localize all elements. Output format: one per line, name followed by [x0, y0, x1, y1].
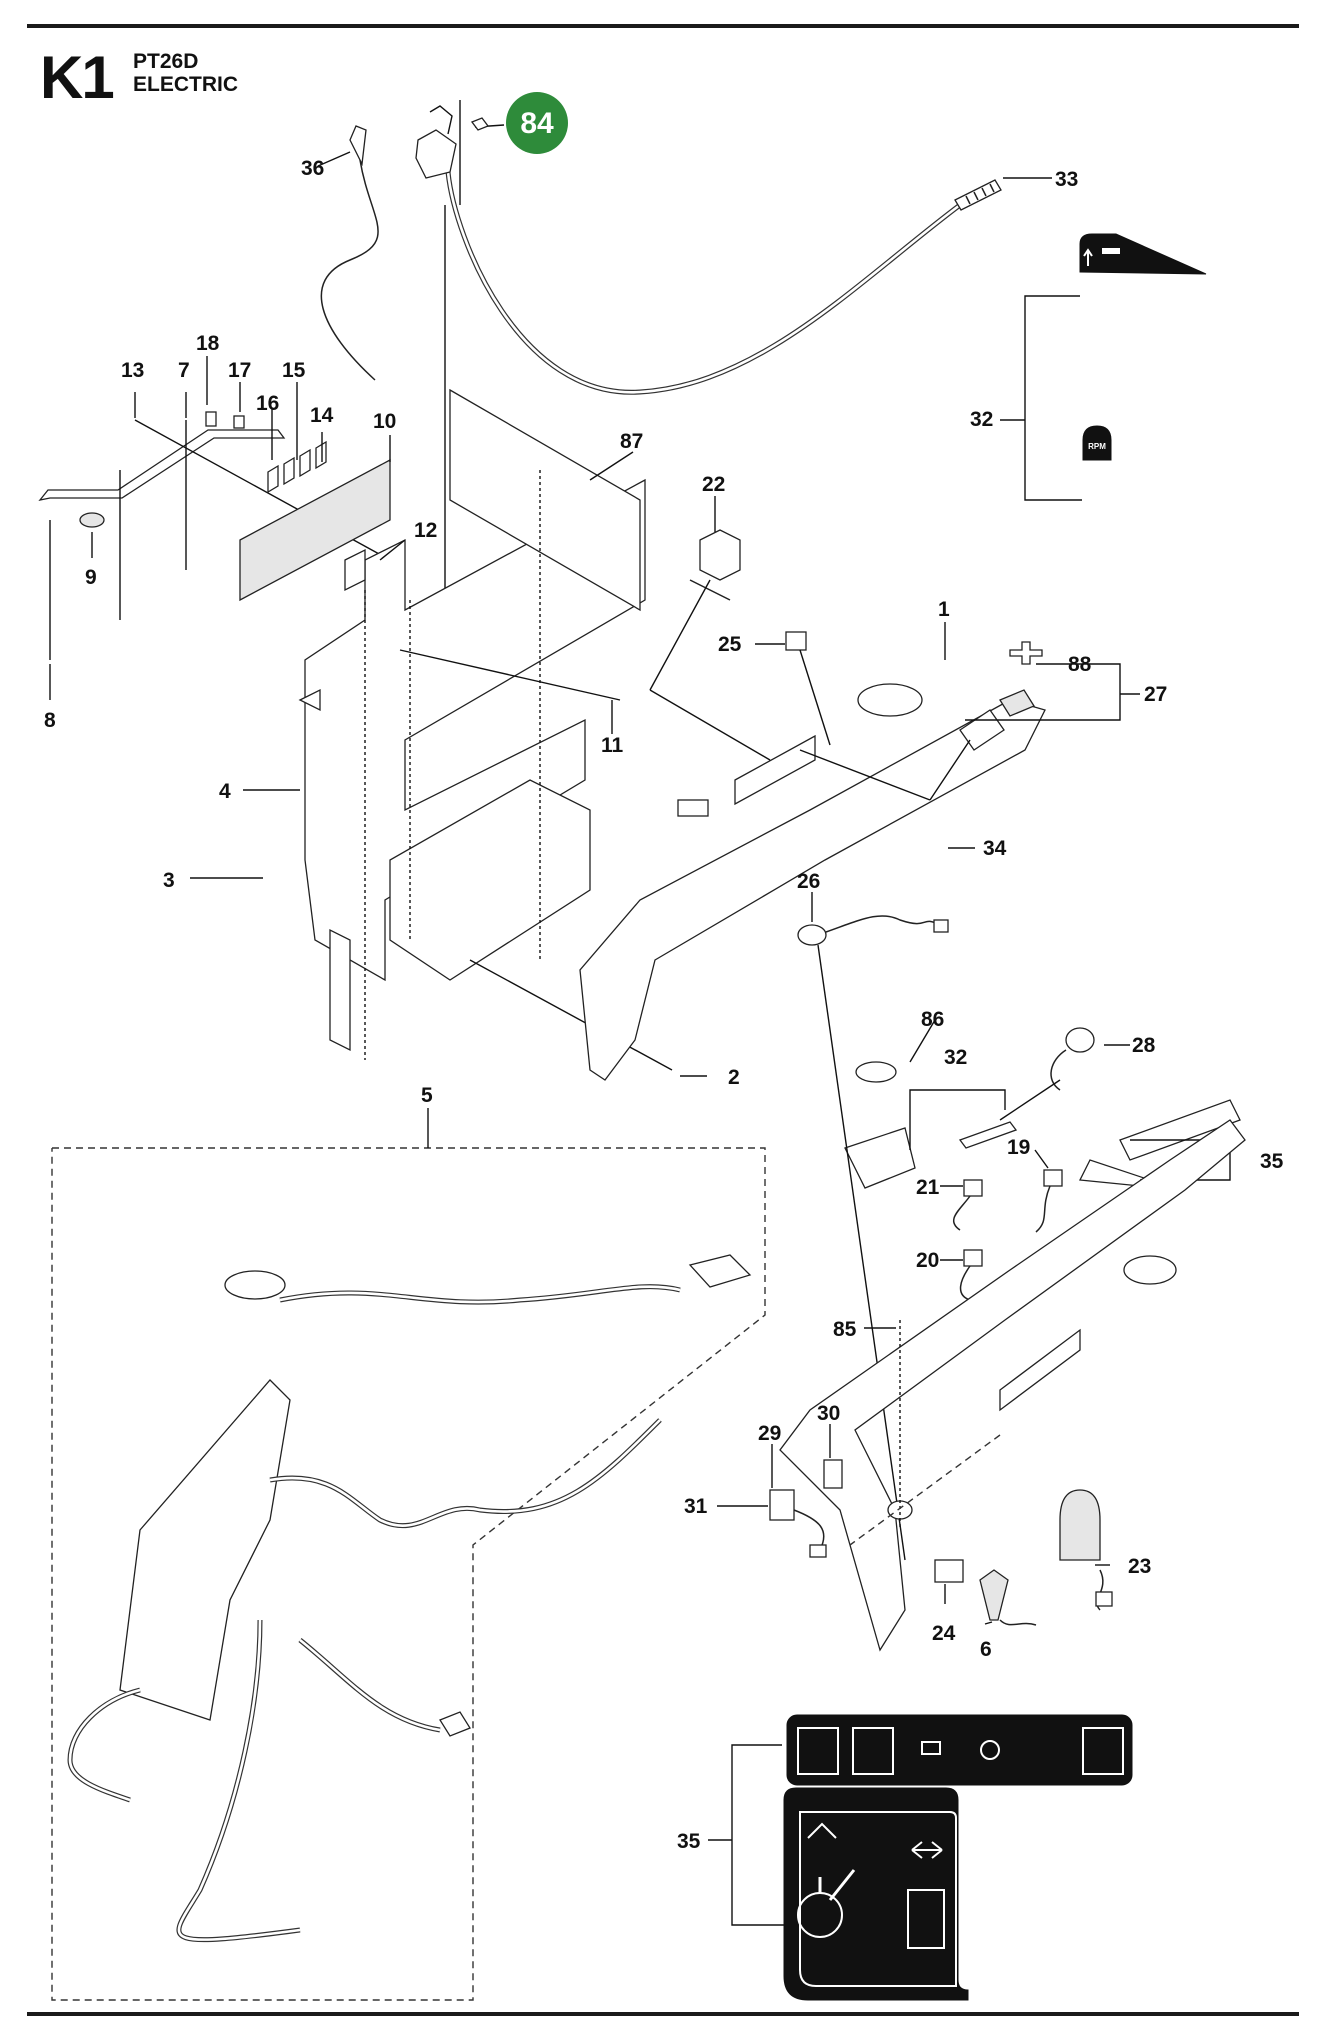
leader-2: [469, 959, 673, 1071]
switch-29: [769, 1489, 827, 1558]
callout-4: 4: [219, 780, 231, 803]
callout-3: 3: [163, 869, 175, 892]
callout-28: 28: [1132, 1034, 1156, 1057]
leader-26-6: [817, 944, 906, 1561]
callout-25: 25: [718, 633, 742, 656]
callout-36: 36: [301, 157, 324, 180]
badge-number: 84: [520, 107, 554, 140]
mounting-strap: [38, 429, 286, 528]
callout-10: 10: [373, 410, 396, 433]
console-housing: [579, 683, 1046, 1081]
callout-labels: 36 33 18 13 7 17 15 16 14 10 87 22 32 12…: [44, 157, 1284, 1853]
harness-detail-box: [51, 1147, 766, 2001]
leader-25: [799, 649, 831, 746]
decal-35-strip: [786, 1714, 1133, 1786]
callout-18: 18: [196, 332, 220, 355]
callout-5: 5: [421, 1084, 433, 1107]
wiring-harness: [67, 1254, 752, 1943]
callout-21: 21: [916, 1176, 940, 1199]
callout-12: 12: [414, 519, 437, 542]
callout-23: 23: [1128, 1555, 1151, 1578]
callout-88: 88: [1068, 653, 1092, 676]
callout-31: 31: [684, 1495, 708, 1518]
callout-27: 27: [1144, 683, 1167, 706]
leader-11: [399, 649, 621, 701]
callout-33: 33: [1055, 168, 1078, 191]
callout-32-top: 32: [970, 408, 993, 431]
callout-29: 29: [758, 1422, 781, 1445]
top-rule: [27, 24, 1299, 28]
lower-console: [779, 1119, 1246, 1652]
rpm-text: RPM: [1088, 442, 1106, 451]
plate-24: [934, 1559, 964, 1583]
leader-22-slot: [649, 689, 771, 761]
plate-32: [844, 1127, 916, 1189]
model-line-2: ELECTRIC: [133, 73, 238, 96]
switch-25: [785, 631, 807, 651]
callout-2: 2: [728, 1066, 740, 1089]
model-title: PT26D ELECTRIC: [133, 50, 238, 96]
callout-14: 14: [310, 404, 334, 427]
cable-bracket: [415, 105, 490, 179]
grommet-86: [855, 1061, 897, 1083]
sheet-code: K1: [40, 44, 115, 111]
callout-11: 11: [601, 734, 624, 757]
choke-cable: [320, 125, 379, 381]
callout-8: 8: [44, 709, 56, 732]
callout-1: 1: [938, 598, 950, 621]
switch-21: [953, 1179, 983, 1231]
decal-rpm: RPM: [1082, 425, 1112, 461]
callout-15: 15: [282, 359, 306, 382]
callout-34: 34: [983, 837, 1007, 860]
callout-32-lower: 32: [944, 1046, 967, 1069]
badge-84[interactable]: 84: [506, 92, 568, 154]
decal-30: [823, 1459, 843, 1489]
leader-22-console: [649, 579, 711, 691]
callout-13: 13: [121, 359, 144, 382]
callout-9: 9: [85, 566, 97, 589]
callout-24: 24: [932, 1622, 956, 1645]
switch-22: [689, 529, 741, 601]
bracket-35-bottom: [731, 1744, 785, 1926]
callout-16: 16: [256, 392, 279, 415]
connector-28: [1050, 1027, 1095, 1091]
joystick-23: [1059, 1489, 1113, 1611]
leader-34-console: [799, 749, 931, 801]
switch-19: [1035, 1169, 1063, 1233]
callout-22: 22: [702, 473, 725, 496]
callout-leaders: [49, 151, 1140, 1841]
leader-27-34: [929, 739, 971, 801]
callout-85: 85: [833, 1318, 857, 1341]
callout-20: 20: [916, 1249, 939, 1272]
callout-87: 87: [620, 430, 643, 453]
hour-meter-26: [797, 915, 949, 946]
model-line-1: PT26D: [133, 50, 199, 73]
callout-26: 26: [797, 870, 820, 893]
callout-35-bottom: 35: [677, 1830, 701, 1853]
control-panel-bracket: [298, 388, 646, 1052]
strip-32: [958, 1121, 1018, 1149]
decal-lift-arrow: [1079, 233, 1207, 275]
switch-20: [959, 1249, 983, 1301]
fuse-relay-board: [205, 411, 391, 602]
throttle-cable: [445, 171, 1002, 395]
leader-28: [999, 1079, 1061, 1121]
callout-86: 86: [921, 1008, 944, 1031]
bracket-32-top: [1024, 295, 1082, 501]
bottom-rule: [27, 2012, 1299, 2016]
decal-35-panel: [783, 1787, 969, 2001]
bracket-32-lower: [909, 1089, 1006, 1150]
callout-7: 7: [178, 359, 190, 382]
badge-circle: [506, 92, 568, 154]
joystick-6: [979, 1569, 1037, 1626]
plug-88: [1009, 641, 1043, 665]
callout-6: 6: [980, 1638, 992, 1661]
callout-17: 17: [228, 359, 251, 382]
callout-35-top: 35: [1260, 1150, 1284, 1173]
callout-19: 19: [1007, 1136, 1030, 1159]
callout-30: 30: [817, 1402, 840, 1425]
